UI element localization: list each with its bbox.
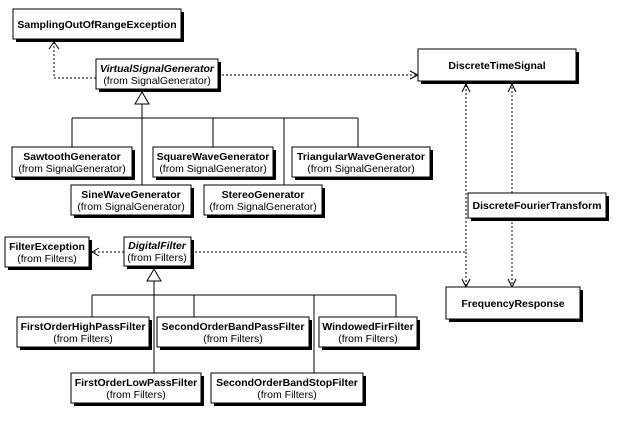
class-frequency-response[interactable]: FrequencyResponse: [445, 286, 583, 322]
class-package: (from Filters): [257, 389, 317, 401]
class-square-wave-generator[interactable]: SquareWaveGenerator (from SignalGenerato…: [152, 146, 276, 180]
class-name: FilterException: [9, 241, 85, 253]
class-package: (from Filters): [53, 333, 113, 345]
class-package: (from Filters): [106, 389, 166, 401]
class-name: FirstOrderHighPassFilter: [21, 321, 146, 333]
class-package: (from SignalGenerator): [77, 201, 184, 213]
class-name: SecondOrderBandPassFilter: [162, 321, 305, 333]
class-discrete-time-signal[interactable]: DiscreteTimeSignal: [417, 48, 579, 84]
class-name: SquareWaveGenerator: [157, 151, 270, 163]
class-package: (from SignalGenerator): [209, 201, 316, 213]
dependency-virtualgen-to-sampling-exception: [53, 42, 96, 79]
filter-inheritance-tree: [91, 268, 397, 373]
class-name: SecondOrderBandStopFilter: [216, 377, 358, 389]
class-name: SineWaveGenerator: [81, 189, 180, 201]
class-name: DiscreteTimeSignal: [448, 60, 545, 72]
generator-inheritance-tree: [71, 91, 359, 185]
class-discrete-fourier-transform[interactable]: DiscreteFourierTransform: [467, 192, 609, 221]
class-package: (from Filters): [203, 333, 263, 345]
class-name: FrequencyResponse: [461, 298, 564, 310]
class-first-order-low-pass-filter[interactable]: FirstOrderLowPassFilter (from Filters): [70, 372, 204, 406]
generalization-triangle-virtualgen: [134, 91, 150, 105]
class-package: (from SignalGenerator): [18, 163, 125, 175]
class-name: VirtualSignalGenerator: [100, 63, 215, 75]
class-stereo-generator[interactable]: StereoGenerator (from SignalGenerator): [203, 184, 325, 218]
class-first-order-high-pass-filter[interactable]: FirstOrderHighPassFilter (from Filters): [16, 316, 152, 350]
class-sine-wave-generator[interactable]: SineWaveGenerator (from SignalGenerator): [70, 184, 194, 218]
class-name: DiscreteFourierTransform: [473, 200, 602, 212]
class-triangular-wave-generator[interactable]: TriangularWaveGenerator (from SignalGene…: [291, 146, 433, 180]
class-digital-filter[interactable]: DigitalFilter (from Filters): [123, 236, 194, 269]
class-package: (from Filters): [338, 333, 398, 345]
class-name: SawtoothGenerator: [23, 151, 120, 163]
class-name: StereoGenerator: [222, 189, 305, 201]
class-name: FirstOrderLowPassFilter: [75, 377, 198, 389]
class-second-order-band-stop-filter[interactable]: SecondOrderBandStopFilter (from Filters): [210, 372, 366, 406]
class-virtual-signal-generator[interactable]: VirtualSignalGenerator (from SignalGener…: [95, 58, 221, 92]
class-package: (from SignalGenerator): [159, 163, 266, 175]
class-name: SamplingOutOfRangeException: [17, 19, 176, 31]
class-name: DigitalFilter: [128, 240, 187, 252]
generalization-triangle-digitalfilter: [146, 268, 162, 282]
class-package: (from SignalGenerator): [307, 163, 414, 175]
class-sawtooth-generator[interactable]: SawtoothGenerator (from SignalGenerator): [11, 146, 135, 180]
class-package: (from SignalGenerator): [103, 75, 210, 87]
class-name: WindowedFirFilter: [322, 321, 414, 333]
class-second-order-band-pass-filter[interactable]: SecondOrderBandPassFilter (from Filters): [156, 316, 312, 350]
class-package: (from Filters): [127, 252, 187, 264]
class-package: (from Filters): [17, 253, 77, 265]
class-windowed-fir-filter[interactable]: WindowedFirFilter (from Filters): [318, 316, 420, 350]
class-name: TriangularWaveGenerator: [297, 151, 425, 163]
class-filter-exception[interactable]: FilterException (from Filters): [4, 236, 92, 270]
class-sampling-out-of-range-exception[interactable]: SamplingOutOfRangeException: [12, 8, 184, 42]
